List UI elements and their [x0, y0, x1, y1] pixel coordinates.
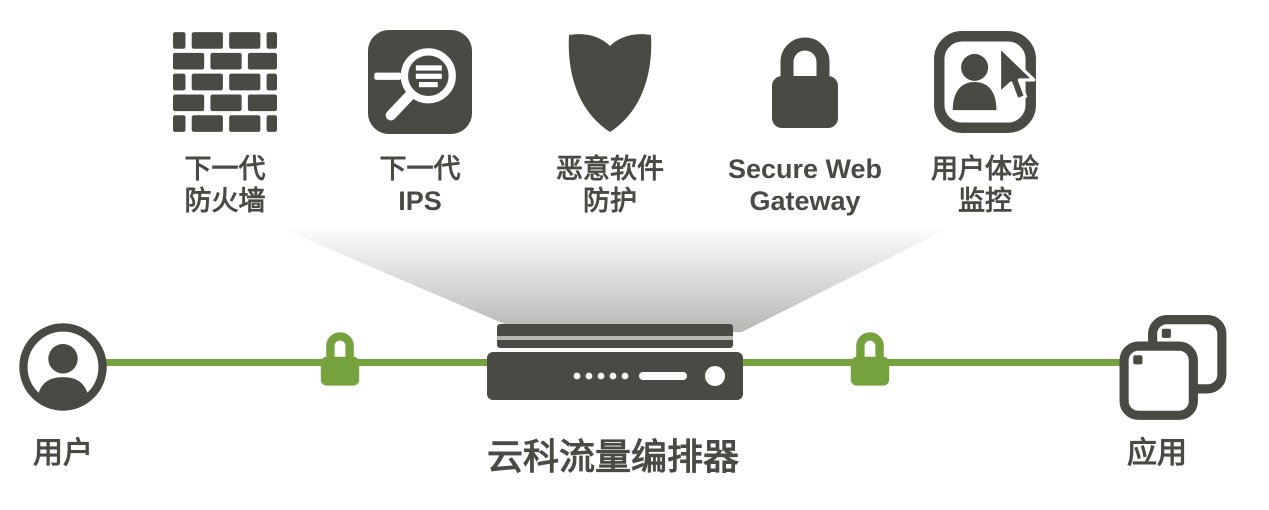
orchestrator-label: 云科流量编排器	[486, 436, 739, 477]
user-node	[17, 321, 109, 413]
service-firewall: 下一代 防火墙	[130, 22, 320, 218]
service-label: Secure Web Gateway	[727, 154, 883, 216]
apps-label: 应用	[1127, 437, 1187, 470]
funnel-shape	[285, 230, 945, 332]
service-ips: 下一代 IPS	[325, 22, 515, 218]
service-label: 恶意软件 防护	[556, 154, 664, 216]
service-label: 下一代 IPS	[379, 154, 461, 216]
appliance-icon	[487, 324, 743, 400]
encryption-lock-right	[846, 328, 894, 388]
service-label: 下一代 防火墙	[184, 154, 266, 216]
service-label: 用户体验 监控	[931, 154, 1039, 216]
magnifier-inspection-icon	[368, 30, 472, 134]
service-ux-monitor: 用户体验 监控	[890, 22, 1080, 218]
service-swg: Secure Web Gateway	[710, 22, 900, 218]
green-lock-icon	[320, 332, 360, 386]
user-icon	[19, 323, 107, 411]
firewall-icon	[173, 32, 277, 132]
applications-node	[1118, 314, 1230, 422]
green-lock-icon	[850, 332, 890, 386]
user-cursor-icon	[934, 31, 1036, 133]
applications-icon	[1119, 315, 1227, 420]
orchestrator-appliance	[485, 322, 745, 402]
user-label: 用户	[33, 437, 93, 470]
encryption-lock-left	[316, 328, 364, 388]
shield-icon	[568, 34, 652, 132]
padlock-icon	[772, 37, 838, 128]
service-malware: 恶意软件 防护	[515, 22, 705, 218]
